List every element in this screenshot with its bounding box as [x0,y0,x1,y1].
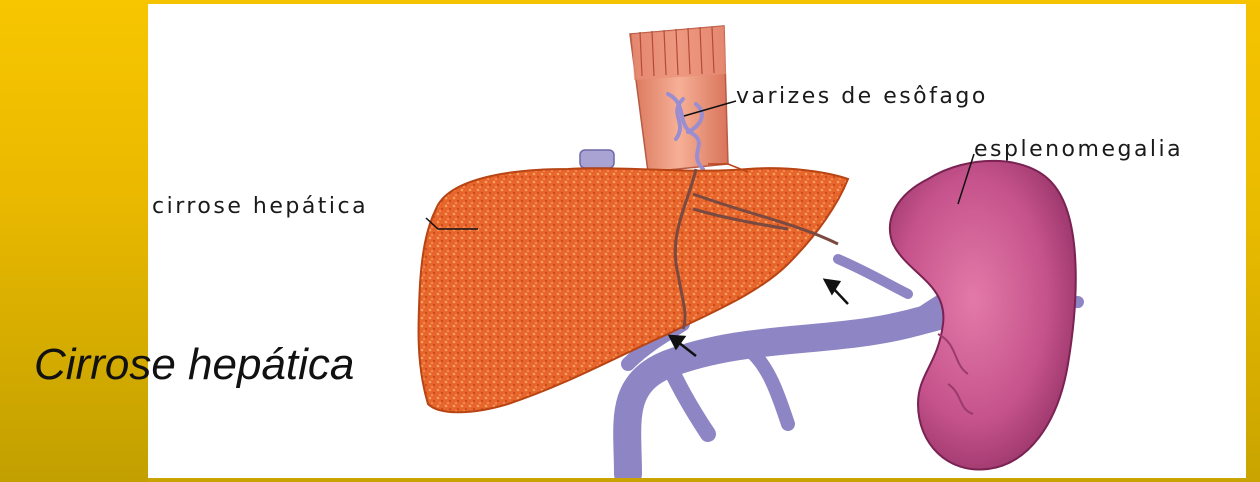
yellow-side-strip [0,0,148,482]
slide-title: Cirrose hepática [34,340,354,390]
vessel-stub [580,150,614,168]
liver-cirrhosis-label: cirrose hepática [152,194,368,219]
esophagus [630,26,728,172]
splenomegaly-label: esplenomegalia [974,137,1183,162]
anatomy-illustration: varizes de esôfago esplenomegalia cirros… [148,4,1246,478]
anatomy-drawing [148,4,1246,478]
esophageal-varices-label: varizes de esôfago [736,84,988,109]
